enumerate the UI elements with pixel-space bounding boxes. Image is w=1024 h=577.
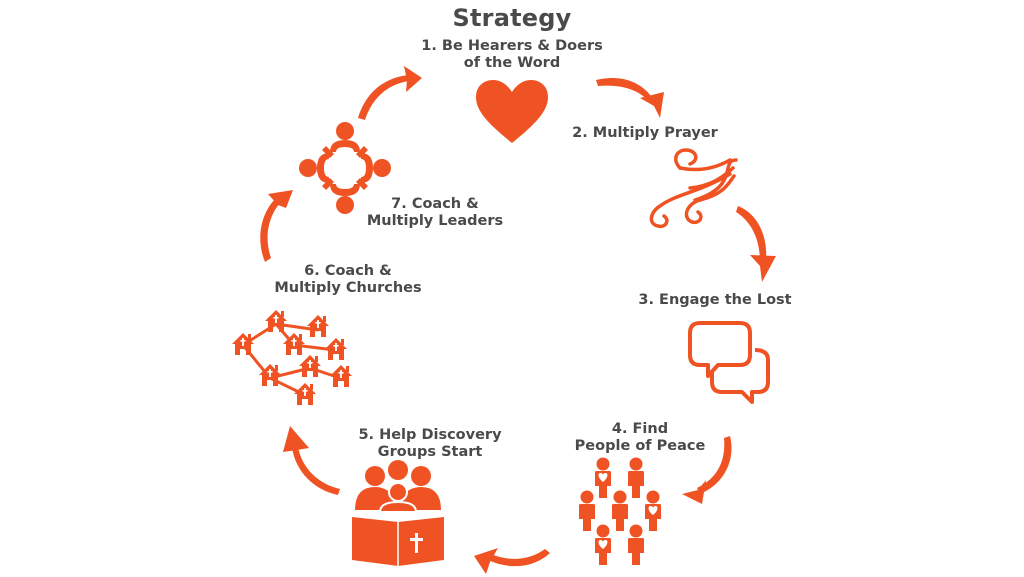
- step-5-label: 5. Help Discovery Groups Start: [350, 427, 510, 461]
- step-5-label-line-2: Groups Start: [377, 444, 483, 460]
- arrow-5-to-6: [283, 426, 340, 495]
- step-1-label: 1. Be Hearers & Doers of the Word: [402, 38, 622, 72]
- step-7-label-line-2: Multiply Leaders: [366, 213, 504, 229]
- arrow-7-to-1: [358, 66, 422, 120]
- step-6-label-line-1: 6. Coach &: [304, 263, 392, 279]
- arrow-2-to-3: [736, 206, 776, 282]
- arrow-6-to-7: [260, 190, 293, 262]
- people-crowd-icon: [579, 457, 661, 565]
- arrow-4-to-5: [474, 548, 550, 574]
- step-4-label-line-1: 4. Find: [611, 421, 669, 437]
- step-4-label: 4. Find People of Peace: [565, 421, 715, 455]
- church-network-icon: [232, 310, 352, 405]
- step-5-label-line-1: 5. Help Discovery: [358, 427, 502, 443]
- step-2-label-line-1: 2. Multiply Prayer: [572, 125, 718, 141]
- step-7-label: 7. Coach & Multiply Leaders: [360, 196, 510, 230]
- step-6-label: 6. Coach & Multiply Churches: [268, 263, 428, 297]
- arrow-3-to-4: [682, 436, 732, 504]
- step-3-label-line-1: 3. Engage the Lost: [638, 292, 792, 308]
- step-3-label: 3. Engage the Lost: [630, 292, 800, 309]
- wind-icon: [649, 148, 738, 229]
- step-1-label-line-1: 1. Be Hearers & Doers: [421, 38, 603, 54]
- heart-icon: [476, 80, 548, 143]
- leaders-circle-icon: [299, 122, 391, 214]
- arrow-1-to-2: [596, 78, 664, 118]
- step-1-label-line-2: of the Word: [463, 55, 561, 71]
- step-2-label: 2. Multiply Prayer: [555, 125, 735, 142]
- step-4-label-line-2: People of Peace: [574, 438, 706, 454]
- step-6-label-line-2: Multiply Churches: [274, 280, 422, 296]
- group-reading-bible-icon: [352, 460, 444, 566]
- diagram-title: Strategy: [452, 4, 572, 32]
- step-7-label-line-1: 7. Coach &: [391, 196, 479, 212]
- speech-bubbles-icon: [688, 321, 770, 404]
